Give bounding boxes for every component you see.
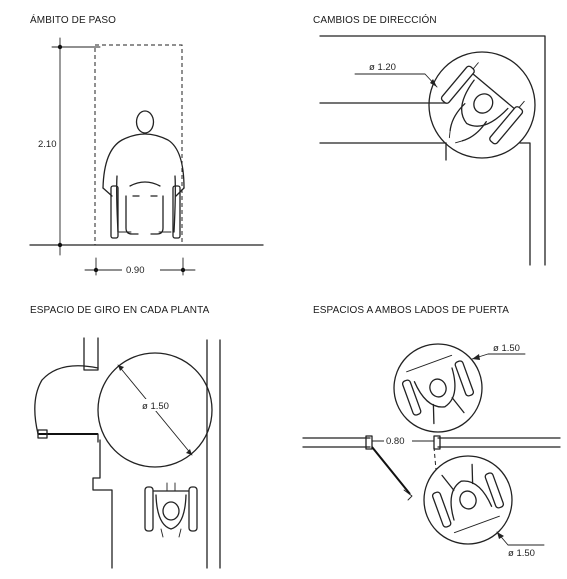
clearance-envelope xyxy=(94,44,183,246)
top-diameter-leader xyxy=(471,353,526,360)
width-label: 0.90 xyxy=(126,265,145,276)
door-width-label: 0.80 xyxy=(386,436,405,447)
ambito-de-paso-drawing: 2.10 0.90 xyxy=(29,37,264,276)
turning-circle-top xyxy=(393,343,483,433)
turning-circle-bottom xyxy=(423,455,513,545)
top-diameter-label: ø 1.50 xyxy=(493,343,520,354)
bottom-diameter-label: ø 1.50 xyxy=(508,548,535,559)
panel-title-cambios-de-direccion: CAMBIOS DE DIRECCIÓN xyxy=(313,15,437,26)
door-jamb-right xyxy=(433,435,441,450)
dimension-dot xyxy=(93,267,99,273)
door-hinge xyxy=(37,429,48,439)
panel-title-espacio-de-giro: ESPACIO DE GIRO EN CADA PLANTA xyxy=(30,305,210,316)
wheelchair-top-view-icon xyxy=(144,482,198,538)
height-label: 2.10 xyxy=(38,139,57,150)
diameter-label: ø 1.20 xyxy=(369,62,396,73)
diameter-label: ø 1.50 xyxy=(142,401,169,412)
espacios-puerta-drawing: 0.80 ø 1.50 ø 1.50 xyxy=(302,343,561,559)
leader-arrowhead xyxy=(430,79,437,87)
corridor-inner-wall-right xyxy=(519,142,531,266)
person-top-view-icon xyxy=(401,354,475,425)
diameter-arrowhead xyxy=(186,449,192,455)
dimension-dot xyxy=(180,267,186,273)
door-swing-arc xyxy=(34,365,99,435)
wheelchair-top-view-icon xyxy=(440,62,525,145)
leader-arrowhead xyxy=(497,532,504,539)
panel-title-ambito-de-paso: ÁMBITO DE PASO xyxy=(30,15,117,26)
corridor-outer-wall xyxy=(319,35,546,266)
width-label-bg xyxy=(122,263,160,276)
person-top-view-icon xyxy=(431,463,505,534)
lower-left-wall xyxy=(92,439,113,569)
leader-arrowhead xyxy=(472,354,480,360)
door-swing-guide xyxy=(433,446,437,471)
cambios-de-direccion-drawing: ø 1.20 xyxy=(319,35,546,266)
door-width-label-bg xyxy=(384,434,412,446)
upper-left-wall xyxy=(83,337,99,371)
turning-circle-150 xyxy=(97,352,213,468)
turning-circle-120 xyxy=(428,51,536,159)
dimension-dot xyxy=(57,242,63,248)
panel-title-espacios-puerta: ESPACIOS A AMBOS LADOS DE PUERTA xyxy=(313,305,510,316)
diameter-leader xyxy=(354,73,438,88)
wheelchair-user-front-icon xyxy=(102,110,185,239)
espacio-de-giro-drawing: ø 1.50 xyxy=(34,337,221,569)
dimension-dot xyxy=(57,44,63,50)
door-handle xyxy=(403,489,413,501)
diameter-label-bg xyxy=(139,399,171,411)
door-jamb-left xyxy=(365,435,373,450)
door-leaf xyxy=(371,446,411,495)
bottom-diameter-leader xyxy=(496,531,545,546)
diameter-arrowhead xyxy=(118,365,124,371)
